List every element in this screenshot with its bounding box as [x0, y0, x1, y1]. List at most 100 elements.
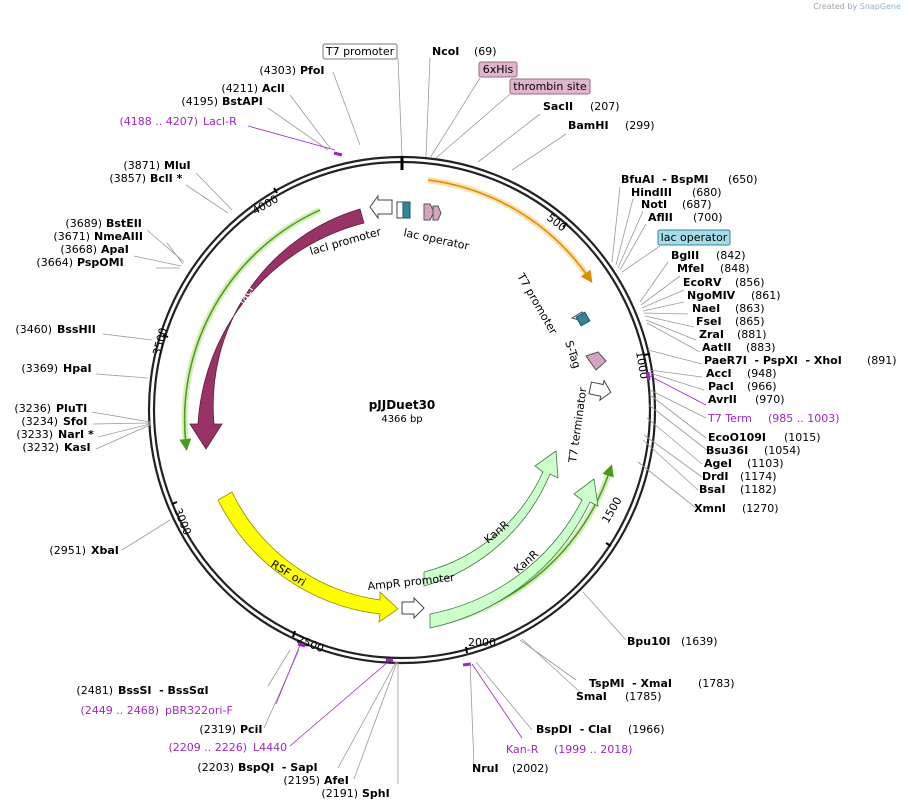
site-bsu36i: Bsu36I(1054): [706, 444, 801, 457]
svg-text:(700): (700): [693, 211, 723, 224]
svg-text:AccI: AccI: [706, 367, 732, 380]
svg-text:(2002): (2002): [512, 762, 549, 775]
site-bsai: BsaI(1182): [699, 483, 777, 496]
svg-text:BstAPI: BstAPI: [222, 95, 263, 108]
svg-text:KasI: KasI: [64, 441, 91, 454]
orf-arc-green-left: [179, 209, 321, 451]
t7-promoter-teal-box: [575, 311, 591, 327]
svg-text:(2203): (2203): [197, 761, 234, 774]
svg-text:(4211): (4211): [221, 82, 258, 95]
site-nrui: NruI (2002): [472, 762, 549, 775]
site-sfoi: (3234) SfoI: [21, 415, 87, 428]
site-bsssi: (2481) BssSI - BssSαI: [76, 684, 208, 697]
svg-text:(650): (650): [728, 173, 758, 186]
svg-text:SacII: SacII: [543, 100, 573, 113]
svg-text:XbaI: XbaI: [91, 544, 119, 557]
svg-text:MluI: MluI: [164, 159, 191, 172]
svg-text:SfoI: SfoI: [63, 415, 87, 428]
svg-text:EcoO109I: EcoO109I: [708, 431, 766, 444]
site-nmeaiii: (3671)NmeAIII: [53, 230, 143, 243]
svg-text:MfeI: MfeI: [677, 262, 704, 275]
svg-text:PaeR7I - PspXI - XhoI: PaeR7I - PspXI - XhoI: [704, 354, 842, 367]
svg-text:PluTI: PluTI: [56, 402, 87, 415]
site-sacii: SacII(207): [543, 100, 620, 113]
svg-text:2000: 2000: [468, 636, 496, 649]
svg-text:(1015): (1015): [784, 431, 821, 444]
svg-text:(948): (948): [747, 367, 777, 380]
svg-text:BssSI - BssSαI: BssSI - BssSαI: [118, 684, 209, 697]
svg-text:(2481): (2481): [76, 684, 113, 697]
svg-text:(2319): (2319): [199, 723, 236, 736]
svg-text:NruI: NruI: [472, 762, 499, 775]
svg-text:(3234): (3234): [21, 415, 58, 428]
svg-text:(848): (848): [720, 262, 750, 275]
svg-text:(1182): (1182): [740, 483, 777, 496]
svg-text:(2449 .. 2468): (2449 .. 2468): [80, 704, 159, 717]
svg-text:AgeI: AgeI: [704, 457, 732, 470]
site-bspqi: (2203)BspQI - SapI: [197, 761, 317, 774]
svg-text:BfuAI - BspMI: BfuAI - BspMI: [621, 173, 709, 186]
svg-text:SmaI: SmaI: [576, 690, 607, 703]
svg-text:LacI-R: LacI-R: [203, 115, 237, 128]
site-naei: NaeI(863): [692, 302, 765, 315]
svg-text:DrdI: DrdI: [702, 470, 729, 483]
site-pspomi: (3664)PspOMI: [36, 256, 123, 269]
lac-operator-inner-label: lac operator: [402, 226, 470, 253]
site-paer7i: PaeR7I - PspXI - XhoI (891): [704, 354, 897, 367]
svg-text:lac operator: lac operator: [661, 231, 728, 244]
svg-text:BamHI: BamHI: [568, 119, 609, 132]
svg-text:(3671): (3671): [53, 230, 90, 243]
svg-text:EcoRV: EcoRV: [683, 276, 722, 289]
svg-text:(1174): (1174): [740, 470, 777, 483]
svg-text:(856): (856): [735, 276, 765, 289]
arc-orange-glow: [427, 177, 592, 280]
credit-prefix: Created by: [813, 2, 858, 11]
svg-text:AflII: AflII: [648, 211, 673, 224]
svg-text:AclI: AclI: [262, 82, 285, 95]
ampr-promoter-arrow: [401, 596, 425, 620]
site-acli: (4211) AclI: [221, 82, 284, 95]
svg-text:(891): (891): [867, 354, 897, 367]
svg-text:NotI: NotI: [641, 198, 667, 211]
svg-text:(680): (680): [692, 186, 722, 199]
site-noti: NotI (687): [641, 198, 712, 211]
svg-text:(985 .. 1003): (985 .. 1003): [768, 412, 840, 425]
boxed-6xhis: 6xHis: [478, 61, 518, 78]
laci-promoter-arrow: [369, 194, 393, 220]
svg-text:(863): (863): [735, 302, 765, 315]
svg-text:(881): (881): [737, 328, 767, 341]
svg-text:FseI: FseI: [696, 315, 722, 328]
svg-text:(3871): (3871): [123, 159, 160, 172]
site-pluti: (3236)PluTI: [14, 402, 87, 415]
site-bsshii: (3460)BssHII: [15, 323, 95, 336]
primer-pbr322-mark: [297, 642, 306, 648]
site-bglii: BglII(842): [671, 249, 746, 262]
leader-lines: [91, 57, 709, 784]
svg-text:(687): (687): [682, 198, 712, 211]
svg-text:(3668): (3668): [60, 243, 97, 256]
site-acci: AccI (948): [706, 367, 777, 380]
primer-l4440: (2209 .. 2226)L4440: [168, 741, 287, 754]
svg-text:(299): (299): [625, 119, 655, 132]
svg-text:6xHis: 6xHis: [483, 63, 514, 76]
svg-text:(842): (842): [716, 249, 746, 262]
svg-text:(1966): (1966): [628, 723, 665, 736]
site-apai: (3668) ApaI: [60, 243, 128, 256]
svg-text:BstEII: BstEII: [106, 217, 142, 230]
svg-text:(1270): (1270): [742, 502, 779, 515]
plasmid-size: 4366 bp: [381, 414, 422, 425]
snapgene-logo: SnapGene: [859, 2, 901, 11]
svg-text:BssHII: BssHII: [57, 323, 96, 336]
orf-arc-orange: [427, 179, 593, 283]
site-bsteii: (3689)BstEII: [65, 217, 141, 230]
site-bfuai: BfuAI - BspMI (650): [621, 173, 758, 186]
svg-text:PacI: PacI: [708, 380, 734, 393]
site-drdi: DrdI (1174): [702, 470, 777, 483]
svg-text:(970): (970): [755, 393, 785, 406]
svg-text:(3857): (3857): [109, 172, 146, 185]
site-bstapi: (4195)BstAPI: [181, 95, 262, 108]
svg-text:ApaI: ApaI: [101, 243, 129, 256]
site-xbai: (2951)XbaI: [49, 544, 118, 557]
site-ecorv: EcoRV (856): [683, 276, 765, 289]
plasmid-name: pJJDuet30: [369, 398, 436, 412]
